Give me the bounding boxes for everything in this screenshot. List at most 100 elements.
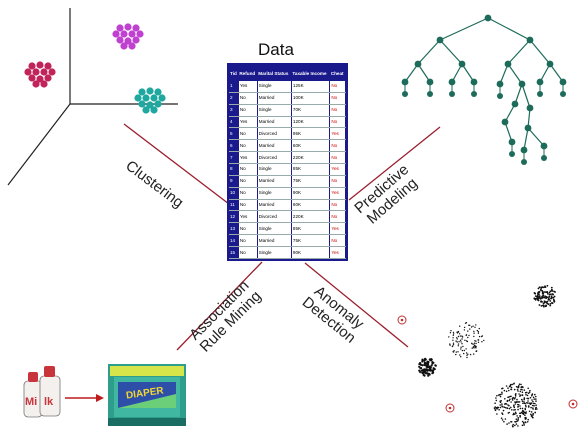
anomaly-point bbox=[449, 332, 452, 334]
outlier-point bbox=[445, 403, 455, 413]
table-cell: Yes bbox=[329, 163, 346, 176]
anomaly-point bbox=[550, 293, 552, 296]
anomaly-point bbox=[467, 353, 469, 355]
anomaly-point bbox=[466, 354, 468, 356]
anomaly-point bbox=[513, 413, 516, 416]
table-cell: No bbox=[329, 116, 346, 129]
anomaly-point bbox=[465, 352, 468, 354]
anomaly-point bbox=[477, 331, 480, 333]
cluster-point bbox=[158, 94, 166, 102]
table-cell: 220K bbox=[291, 151, 331, 164]
anomaly-point bbox=[495, 397, 497, 399]
anomaly-point bbox=[422, 368, 425, 371]
anomaly-point bbox=[505, 406, 507, 409]
table-header-1: Refund bbox=[238, 65, 258, 81]
tree-leaf bbox=[402, 91, 408, 97]
table-cell: 9 bbox=[229, 175, 239, 188]
anomaly-point bbox=[527, 397, 530, 400]
anomaly-point bbox=[533, 398, 535, 400]
table-cell: No bbox=[329, 151, 346, 164]
anomaly-point bbox=[533, 405, 535, 407]
anomaly-point bbox=[514, 424, 516, 427]
table-cell: 10 bbox=[229, 187, 239, 200]
table-header-4: Cheat bbox=[329, 65, 346, 81]
anomaly-point bbox=[508, 389, 510, 392]
anomaly-point bbox=[475, 350, 477, 352]
anomaly-point bbox=[469, 328, 471, 330]
table-cell: 12 bbox=[229, 210, 239, 224]
anomaly-point bbox=[527, 418, 529, 421]
anomaly-point bbox=[474, 340, 476, 342]
tree-leaf bbox=[541, 155, 547, 161]
cluster-point bbox=[120, 42, 128, 50]
tree-node bbox=[518, 80, 526, 88]
anomaly-point bbox=[508, 399, 511, 402]
tree-edge bbox=[417, 63, 431, 83]
anomaly-point bbox=[461, 343, 463, 345]
cluster-point bbox=[120, 30, 128, 38]
anomaly-point bbox=[467, 330, 469, 332]
anomaly-point bbox=[545, 304, 547, 307]
anomaly-point bbox=[418, 365, 421, 368]
anomaly-point bbox=[433, 368, 436, 371]
cluster-point bbox=[154, 100, 162, 108]
cluster-point bbox=[48, 68, 56, 76]
anomaly-point bbox=[529, 396, 532, 399]
anomaly-point bbox=[520, 388, 522, 391]
anomaly-point bbox=[477, 341, 480, 343]
tree-node bbox=[484, 14, 492, 22]
anomaly-point bbox=[519, 390, 522, 393]
anomaly-point bbox=[526, 394, 529, 397]
anomaly-point bbox=[475, 345, 477, 348]
table-cell: No bbox=[238, 139, 258, 153]
anomaly-point bbox=[427, 363, 430, 366]
anomaly-point bbox=[538, 291, 541, 293]
anomaly-point bbox=[456, 338, 458, 340]
table-cell: 90K bbox=[291, 246, 331, 259]
anomaly-point bbox=[465, 348, 467, 350]
anomaly-point bbox=[459, 354, 461, 356]
table-cell: Married bbox=[257, 175, 292, 188]
anomaly-point bbox=[504, 398, 506, 400]
table-cell: 100K bbox=[291, 92, 331, 105]
anomaly-point bbox=[517, 418, 519, 421]
anomaly-point bbox=[546, 284, 549, 287]
anomaly-point bbox=[452, 344, 455, 346]
anomaly-point bbox=[531, 399, 533, 401]
anomaly-point bbox=[457, 351, 459, 353]
table-cell: Yes bbox=[238, 151, 258, 164]
anomaly-point bbox=[521, 400, 524, 403]
anomaly-point bbox=[538, 295, 541, 298]
anomaly-point bbox=[512, 423, 514, 426]
anomaly-point bbox=[474, 345, 476, 347]
anomaly-point bbox=[509, 383, 512, 386]
anomaly-point bbox=[548, 293, 551, 296]
table-cell: Married bbox=[257, 139, 292, 153]
anomaly-point bbox=[452, 333, 455, 335]
table-header-0: Tid bbox=[229, 65, 239, 81]
tree-node bbox=[526, 36, 534, 44]
cluster-point bbox=[128, 42, 136, 50]
anomaly-point bbox=[467, 336, 469, 339]
table-cell: No bbox=[329, 175, 346, 188]
anomaly-point bbox=[495, 399, 498, 402]
anomaly-point bbox=[508, 422, 510, 424]
cluster-point bbox=[142, 94, 150, 102]
anomaly-point bbox=[539, 298, 542, 300]
table-cell: Single bbox=[257, 163, 292, 176]
table-cell: 8 bbox=[229, 163, 239, 176]
anomaly-point bbox=[538, 286, 541, 289]
anomaly-point bbox=[510, 421, 512, 423]
anomaly-point bbox=[432, 361, 435, 364]
anomaly-point bbox=[546, 291, 549, 293]
anomaly-point bbox=[472, 325, 474, 327]
anomaly-point bbox=[532, 408, 534, 410]
cluster-point bbox=[44, 62, 52, 70]
anomaly-point bbox=[511, 409, 513, 411]
anomaly-point bbox=[461, 338, 463, 340]
anomaly-point bbox=[483, 339, 485, 342]
tree-edge bbox=[461, 63, 475, 83]
